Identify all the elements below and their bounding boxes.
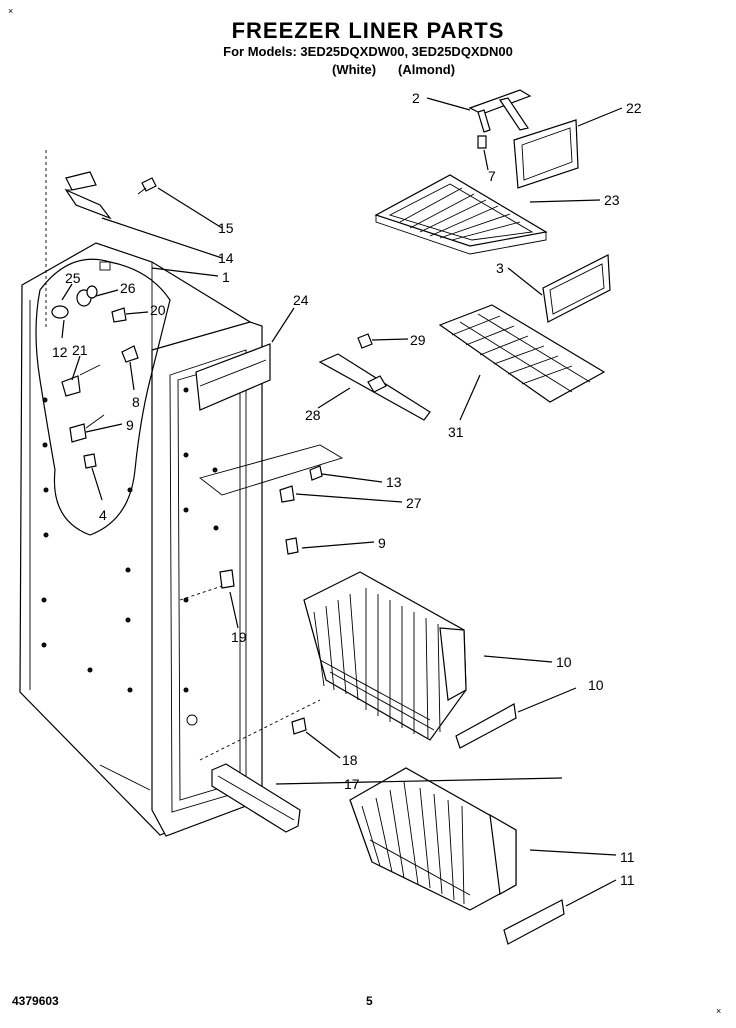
- screw-15: [137, 177, 157, 195]
- variant-white: (White): [332, 62, 377, 77]
- callout-20: 20: [150, 302, 166, 318]
- callout-5: 7: [488, 168, 496, 184]
- cover-22: [513, 119, 579, 189]
- screw-29: [357, 333, 373, 349]
- callout-3: 3: [496, 260, 504, 276]
- variant-almond: (Almond): [398, 62, 456, 77]
- trim-17: [211, 763, 301, 833]
- callout-17: 17: [344, 776, 360, 792]
- callout-25: 25: [65, 270, 81, 286]
- bracket-2: [468, 89, 532, 133]
- callout-22: 22: [626, 100, 642, 116]
- callout-24: 24: [293, 292, 309, 308]
- page-title: FREEZER LINER PARTS: [231, 18, 505, 43]
- callout-28: 28: [305, 407, 321, 423]
- callout-14: 14: [218, 250, 234, 266]
- cover-9-upper: [455, 703, 517, 749]
- shelf-23: [374, 174, 548, 255]
- freezer-liner: [19, 150, 321, 837]
- callout-10: 10: [556, 654, 572, 670]
- callout-4: 4: [99, 507, 107, 523]
- cover-3: [542, 254, 611, 323]
- callout-7: 9: [126, 417, 134, 433]
- small-components: [51, 285, 139, 469]
- gasket-24: [195, 343, 271, 411]
- screw-27: [279, 485, 295, 503]
- corner-mark-top-left: ×: [8, 6, 14, 16]
- cover-9-lower: [503, 899, 565, 945]
- callout-2: 2: [412, 90, 420, 106]
- page-number: 5: [366, 994, 373, 1008]
- callout-13: 13: [386, 474, 402, 490]
- callout-labels: 2 22 7 23 3 15 14 1 24 29 28 31 25 26 20…: [52, 90, 642, 888]
- callout-8: 9: [378, 535, 386, 551]
- callout-23: 23: [604, 192, 620, 208]
- callout-11: 11: [620, 849, 635, 865]
- screw-5: [477, 135, 487, 149]
- callout-9-upper: 10: [588, 677, 604, 693]
- document-number: 4379603: [12, 994, 59, 1008]
- screw-18: [291, 717, 307, 735]
- basket-10: [303, 571, 467, 741]
- callout-6: 8: [132, 394, 140, 410]
- panel-13: [199, 444, 344, 496]
- callout-12: 12: [52, 344, 68, 360]
- clip-19: [219, 569, 235, 589]
- callout-9-lower: 11: [620, 872, 635, 888]
- callout-26: 26: [120, 280, 136, 296]
- bracket-14: [64, 171, 112, 220]
- callout-15: 15: [218, 220, 234, 236]
- callout-18: 18: [342, 752, 358, 768]
- leader-lines: [61, 97, 623, 907]
- callout-19: 19: [231, 629, 247, 645]
- callout-1: 1: [222, 269, 230, 285]
- support-28: [318, 353, 431, 421]
- shelf-31: [438, 304, 606, 403]
- clip-8: [285, 537, 299, 555]
- corner-mark-bottom-right: ×: [716, 1006, 722, 1016]
- model-numbers: For Models: 3ED25DQXDW00, 3ED25DQXDN00: [223, 44, 513, 59]
- callout-21: 21: [72, 342, 88, 358]
- callout-27: 27: [406, 495, 422, 511]
- basket-11: [349, 767, 517, 911]
- callout-29: 29: [410, 332, 426, 348]
- callout-31: 31: [448, 424, 464, 440]
